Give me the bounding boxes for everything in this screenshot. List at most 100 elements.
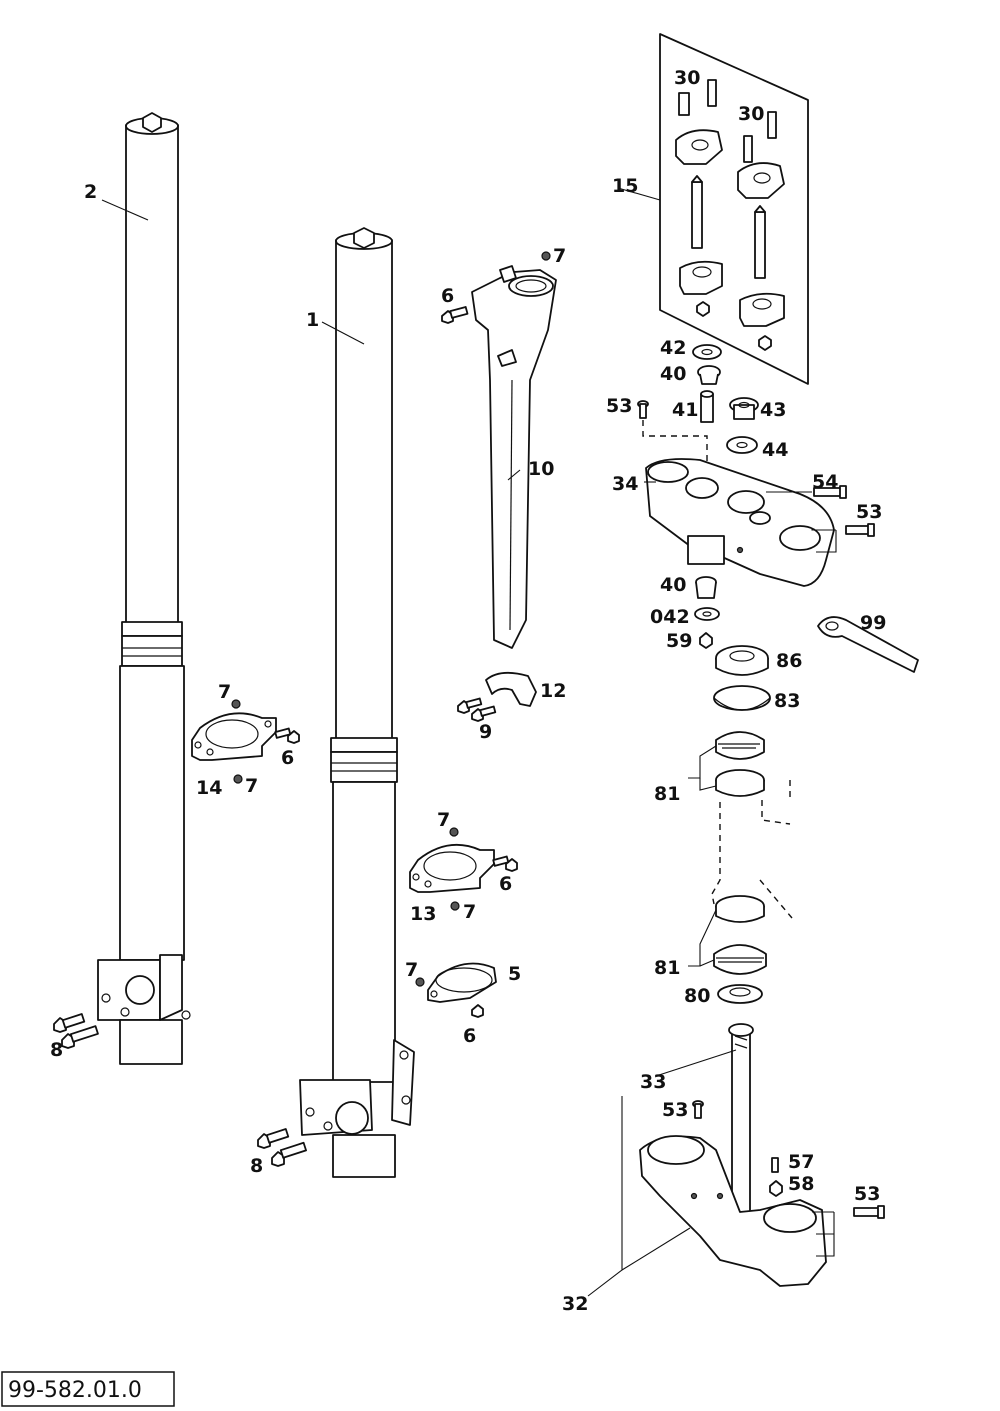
leader-53-side-b [816,530,837,553]
leader-33 [655,1049,737,1077]
fork-leg-1 [299,227,415,1178]
label-81: 81 [654,957,680,979]
label-1: 1 [306,309,319,331]
clamp-14 [191,712,277,761]
label-7: 7 [553,245,566,267]
label-86: 86 [776,650,802,672]
leader-53-lower-b [816,1212,835,1257]
label-30: 30 [738,103,764,125]
screw-53-lower-side [853,1205,885,1219]
label-59: 59 [666,630,692,652]
screw-57 [771,1157,779,1173]
bearing-81-bottom [713,895,767,975]
nut-7-clamp13 [449,827,460,911]
label-57: 57 [788,1151,814,1173]
bolt-8-middle [257,1128,307,1167]
label-7: 7 [218,681,231,703]
label-30: 30 [674,67,700,89]
screw-6-clamp5 [471,1004,484,1018]
label-6: 6 [463,1025,476,1047]
label-43: 43 [760,399,786,421]
label-34: 34 [612,473,638,495]
label-2: 2 [84,181,97,203]
leader-32-b [621,1227,691,1271]
seal-80 [717,984,763,1004]
label-15: 15 [612,175,638,197]
label-8: 8 [50,1039,63,1061]
label-80: 80 [684,985,710,1007]
lower-triple-clamp-32 [639,1023,827,1287]
rubber-40-top [697,365,721,385]
screw-53-lower [692,1100,704,1119]
rubber-40-mid [695,576,717,599]
washer-042 [694,607,720,621]
label-6: 6 [281,747,294,769]
leader-81-top [688,745,717,779]
clamp-13 [409,843,495,893]
label-7: 7 [437,809,450,831]
washer-42 [692,344,722,360]
label-13: 13 [410,903,436,925]
label-99: 99 [860,612,886,634]
seal-86 [715,645,769,676]
label-83: 83 [774,690,800,712]
leader-53-side [811,528,836,531]
screw-6-clamp14 [274,727,300,744]
leader-2 [101,199,149,221]
bolt-8-left [53,1013,99,1049]
label-53: 53 [662,1099,688,1121]
label-12: 12 [540,680,566,702]
label-7: 7 [405,959,418,981]
screw-6-top [441,306,469,324]
label-33: 33 [640,1071,666,1093]
steering-head [711,780,793,919]
label-32: 32 [562,1293,588,1315]
screw-6-clamp13 [492,855,518,872]
drawing-code-frame [1,1371,175,1407]
handlebar-clamp-kit-15 [659,33,809,385]
label-40: 40 [660,363,686,385]
clamp-5 [427,962,497,1003]
label-7: 7 [245,775,258,797]
leader-81-top-b [699,778,717,791]
label-042: 042 [650,606,690,628]
nut-7-top [541,251,551,261]
leader-81-bottom-b [699,959,715,967]
label-53: 53 [854,1183,880,1205]
bearing-81-top [715,731,765,797]
label-54: 54 [812,471,838,493]
label-53: 53 [606,395,632,417]
fork-guard-10 [471,265,557,649]
screw-53-top [637,400,649,419]
washer-44 [726,436,758,454]
label-5: 5 [508,963,521,985]
label-58: 58 [788,1173,814,1195]
label-7: 7 [463,901,476,923]
label-9: 9 [479,721,492,743]
label-41: 41 [672,399,698,421]
drawing-code: 99-582.01.0 [8,1378,142,1403]
dust-cover-83 [713,685,771,711]
label-6: 6 [441,285,454,307]
label-40: 40 [660,574,686,596]
leader-1 [321,321,365,345]
screw-53-side [845,523,875,537]
leader-10 [507,469,521,481]
plug-43 [729,397,759,420]
screw-54 [813,485,847,499]
fork-leg-2 [97,112,191,1065]
sleeve-41 [700,390,714,423]
upper-triple-clamp-34 [645,458,835,587]
assembly-line-53 [642,420,708,466]
label-14: 14 [196,777,222,799]
label-42: 42 [660,337,686,359]
label-6: 6 [499,873,512,895]
label-10: 10 [528,458,554,480]
leader-15 [617,187,661,201]
label-44: 44 [762,439,788,461]
label-81: 81 [654,783,680,805]
clip-12 [485,671,537,707]
nut-59 [699,632,713,649]
